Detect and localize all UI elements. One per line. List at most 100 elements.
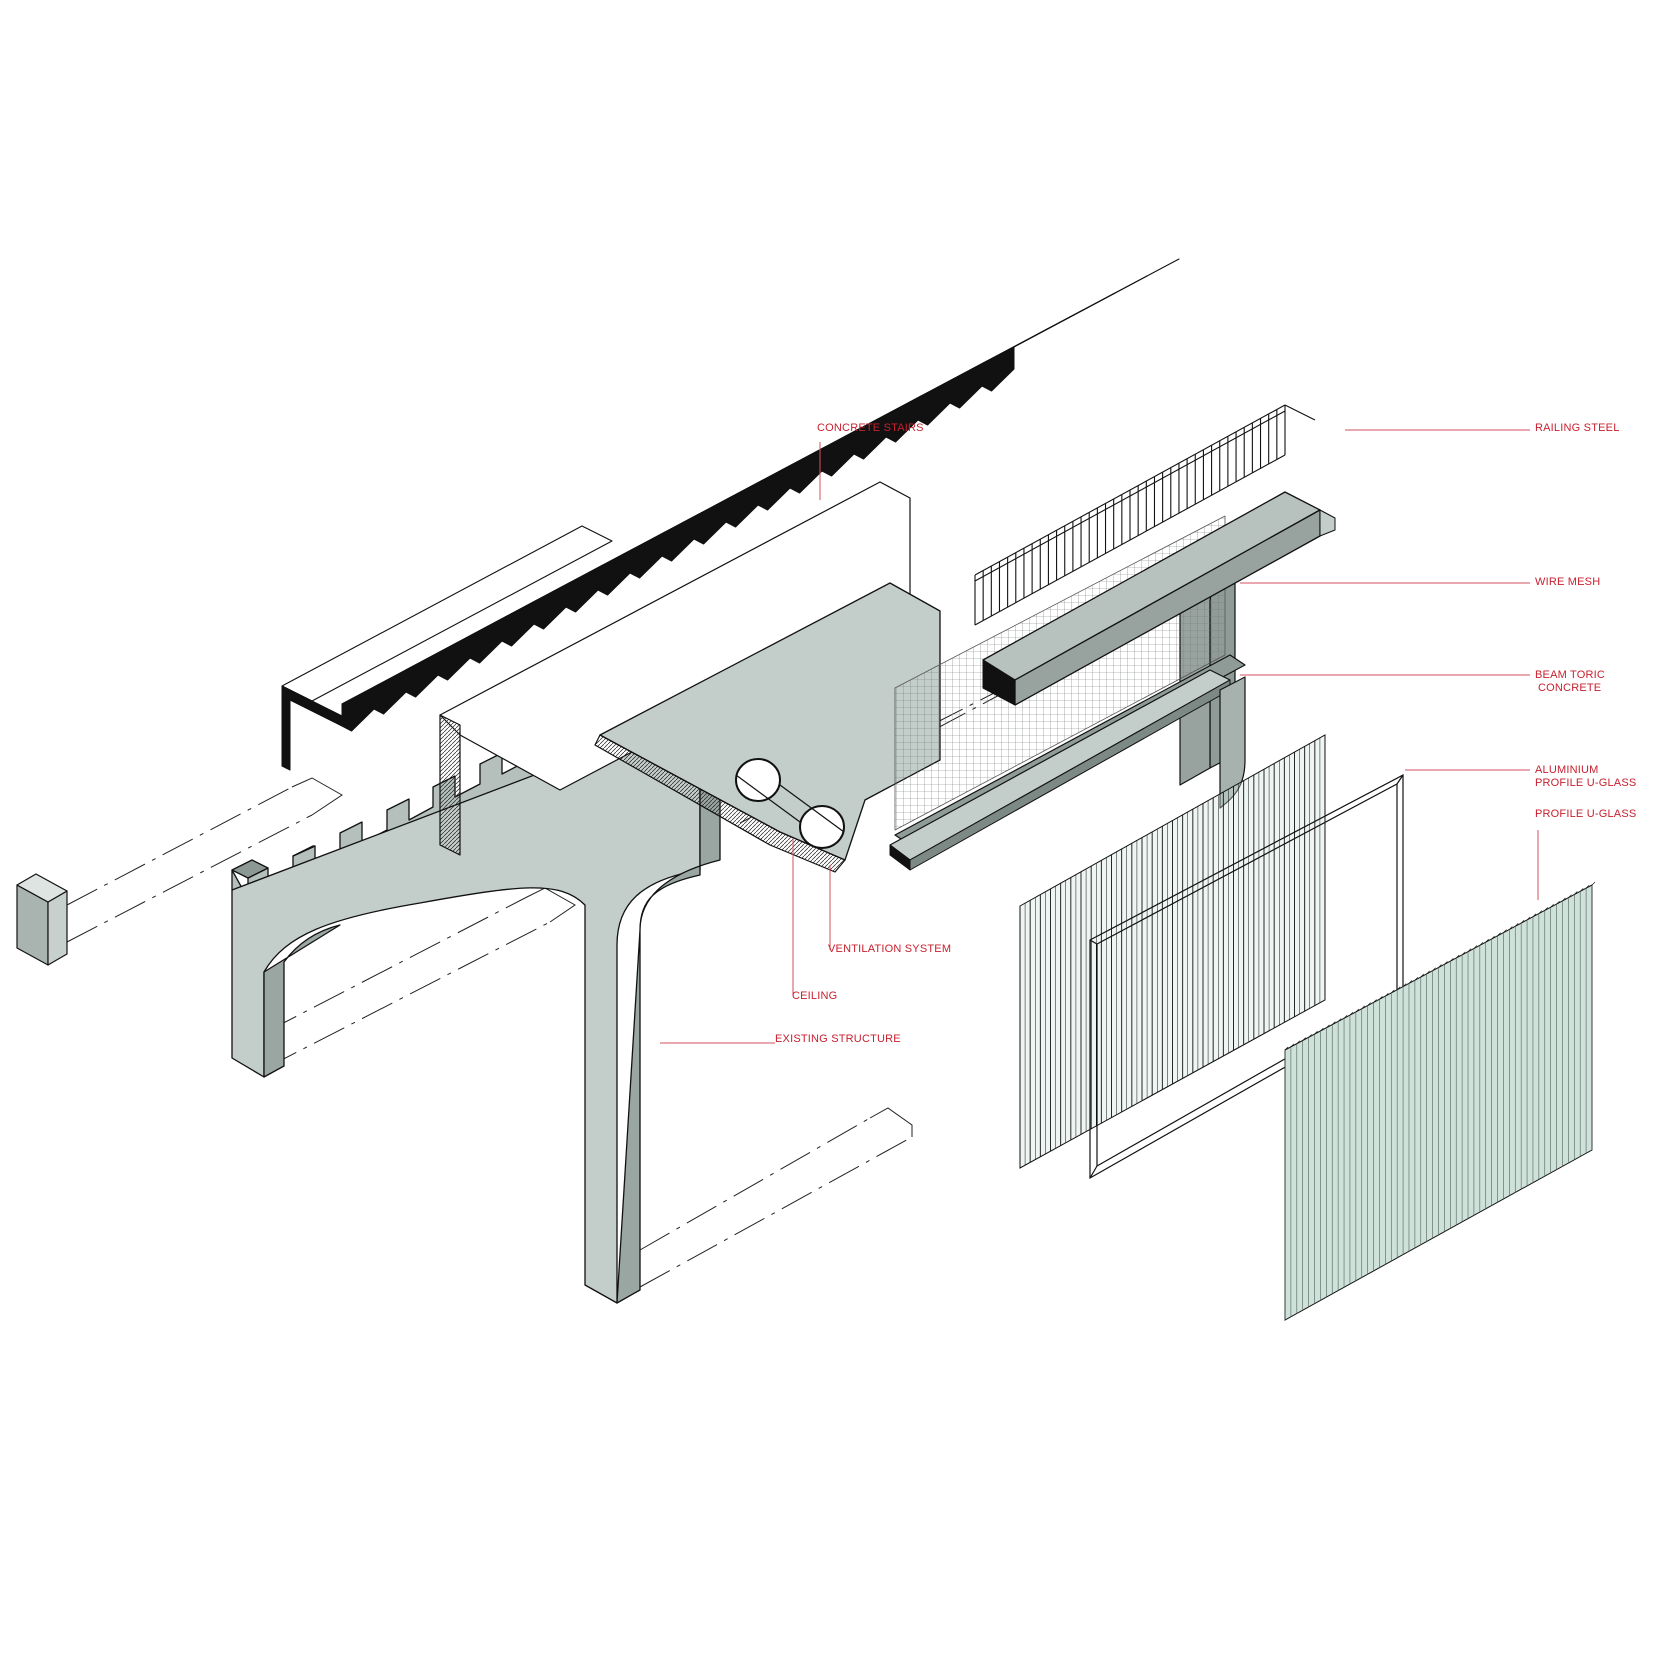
- stair-riser: [437, 635, 471, 681]
- profile-u-glass-panel: [1284, 881, 1596, 1321]
- stair-riser: [469, 618, 503, 664]
- stair-riser: [373, 669, 407, 715]
- railing-end-post: [1284, 404, 1316, 421]
- label-aluminium-profile: ALUMINIUM PROFILE U-GLASS: [1535, 764, 1636, 790]
- steel-railing: [974, 404, 1316, 626]
- stair-riser: [757, 465, 791, 511]
- label-concrete-stairs: CONCRETE STAIRS: [817, 422, 924, 434]
- stair-riser: [853, 414, 887, 460]
- stair-riser: [821, 431, 855, 477]
- profile-u-glass-flange: [1461, 951, 1466, 956]
- stair-riser: [405, 652, 439, 698]
- label-beam-toric-concrete: BEAM TORIC CONCRETE: [1535, 669, 1605, 695]
- profile-u-glass-flange: [1450, 957, 1454, 962]
- stair-riser: [789, 448, 823, 494]
- label-wire-mesh: WIRE MESH: [1535, 576, 1601, 588]
- profile-u-glass-flange: [1497, 932, 1501, 936]
- profile-u-glass-flange: [1467, 948, 1472, 952]
- stair-riser: [917, 380, 951, 426]
- label-railing-steel: RAILING STEEL: [1535, 422, 1620, 434]
- profile-u-glass-flange: [1302, 1037, 1306, 1041]
- profile-u-glass-flange: [1396, 986, 1401, 990]
- profile-u-glass-flange: [1367, 1002, 1371, 1006]
- stair-end-cap: [281, 685, 291, 771]
- profile-u-glass-flange: [1320, 1027, 1324, 1032]
- profile-u-glass-flange: [1426, 970, 1430, 975]
- profile-u-glass-flange: [1491, 935, 1495, 940]
- profile-u-glass-flange: [1391, 989, 1395, 994]
- stair-riser: [725, 482, 759, 528]
- profile-u-glass-flange: [1479, 942, 1484, 946]
- label-existing-structure: EXISTING STRUCTURE: [775, 1033, 901, 1045]
- label-aluminium-line1: ALUMINIUM: [1535, 764, 1599, 776]
- ventilation-ducts: [735, 758, 845, 849]
- profile-u-glass-flange: [1379, 996, 1383, 1000]
- stair-riser: [981, 346, 1015, 392]
- leader-lines: [660, 429, 1539, 1044]
- profile-u-glass-flange: [1337, 1018, 1342, 1022]
- profile-u-glass-flange: [1402, 983, 1407, 987]
- profile-u-glass-flange: [1485, 938, 1489, 943]
- profile-u-glass-flange: [1408, 980, 1413, 984]
- label-aluminium-line2: PROFILE U-GLASS: [1535, 777, 1637, 789]
- profile-u-glass-flange: [1532, 913, 1537, 917]
- profile-u-glass-flange: [1361, 1005, 1365, 1009]
- profile-u-glass-flange: [1296, 1040, 1301, 1044]
- profile-u-glass-flange: [1585, 884, 1590, 889]
- profile-u-glass-flange: [1556, 900, 1560, 905]
- profile-u-glass-flange: [1509, 926, 1513, 930]
- profile-u-glass-flange: [1343, 1015, 1348, 1019]
- profile-u-glass-flange: [1574, 891, 1578, 895]
- profile-u-glass-flange: [1455, 954, 1460, 959]
- concrete-block: [16, 873, 68, 966]
- profile-u-glass-flange: [1550, 903, 1554, 908]
- profile-u-glass-flange: [1284, 1046, 1289, 1051]
- stair-riser: [661, 516, 695, 562]
- stair-riser: [341, 686, 375, 732]
- label-beam-toric-line1: BEAM TORIC: [1535, 669, 1606, 681]
- profile-u-glass-flange: [1414, 976, 1419, 981]
- stair-riser: [885, 397, 919, 443]
- profile-u-glass-flange: [1326, 1024, 1330, 1029]
- profile-u-glass-flange: [1314, 1030, 1318, 1035]
- profile-u-glass-flange: [1579, 888, 1584, 892]
- stair-riser: [533, 584, 567, 630]
- profile-u-glass-flange: [1438, 964, 1442, 968]
- profile-u-glass-flange: [1515, 923, 1519, 927]
- ceiling-assembly: [439, 481, 941, 873]
- label-beam-toric-line2: CONCRETE: [1538, 682, 1602, 694]
- stair-end-lip: [289, 689, 343, 727]
- stair-riser: [949, 363, 983, 409]
- beam-toric-concrete: [889, 491, 1336, 871]
- profile-u-glass-flange: [1473, 945, 1478, 949]
- profile-u-glass-flange: [1332, 1021, 1336, 1025]
- profile-u-glass-flange: [1520, 919, 1525, 924]
- profile-u-glass-flange: [1538, 910, 1543, 914]
- profile-u-glass-flange: [1591, 881, 1596, 886]
- stair-riser: [693, 499, 727, 545]
- profile-u-glass-flange: [1526, 916, 1531, 921]
- profile-u-glass-flange: [1568, 894, 1572, 898]
- profile-u-glass-flange: [1444, 961, 1448, 965]
- profile-u-glass-flange: [1420, 973, 1425, 978]
- profile-u-glass-flange: [1373, 999, 1377, 1003]
- label-profile-uglass: PROFILE U-GLASS: [1535, 808, 1637, 820]
- profile-u-glass-flange: [1349, 1011, 1354, 1016]
- stair-riser: [629, 533, 663, 579]
- stair-riser: [597, 550, 631, 596]
- profile-u-glass-flange: [1308, 1034, 1312, 1038]
- u-glass-panel-left: [1019, 734, 1326, 1169]
- label-ceiling: CEILING: [792, 990, 838, 1002]
- concrete-stairs: [281, 258, 1180, 771]
- stair-riser: [565, 567, 599, 613]
- profile-u-glass-flange: [1562, 897, 1566, 902]
- profile-u-glass-flange: [1432, 967, 1436, 971]
- profile-u-glass-flange: [1290, 1043, 1295, 1048]
- profile-u-glass-flange: [1385, 992, 1389, 997]
- stair-riser: [501, 601, 535, 647]
- profile-u-glass-flange: [1355, 1008, 1360, 1013]
- label-ventilation-system: VENTILATION SYSTEM: [828, 943, 952, 955]
- profile-u-glass-flange: [1503, 929, 1507, 933]
- profile-u-glass-flange: [1544, 907, 1548, 911]
